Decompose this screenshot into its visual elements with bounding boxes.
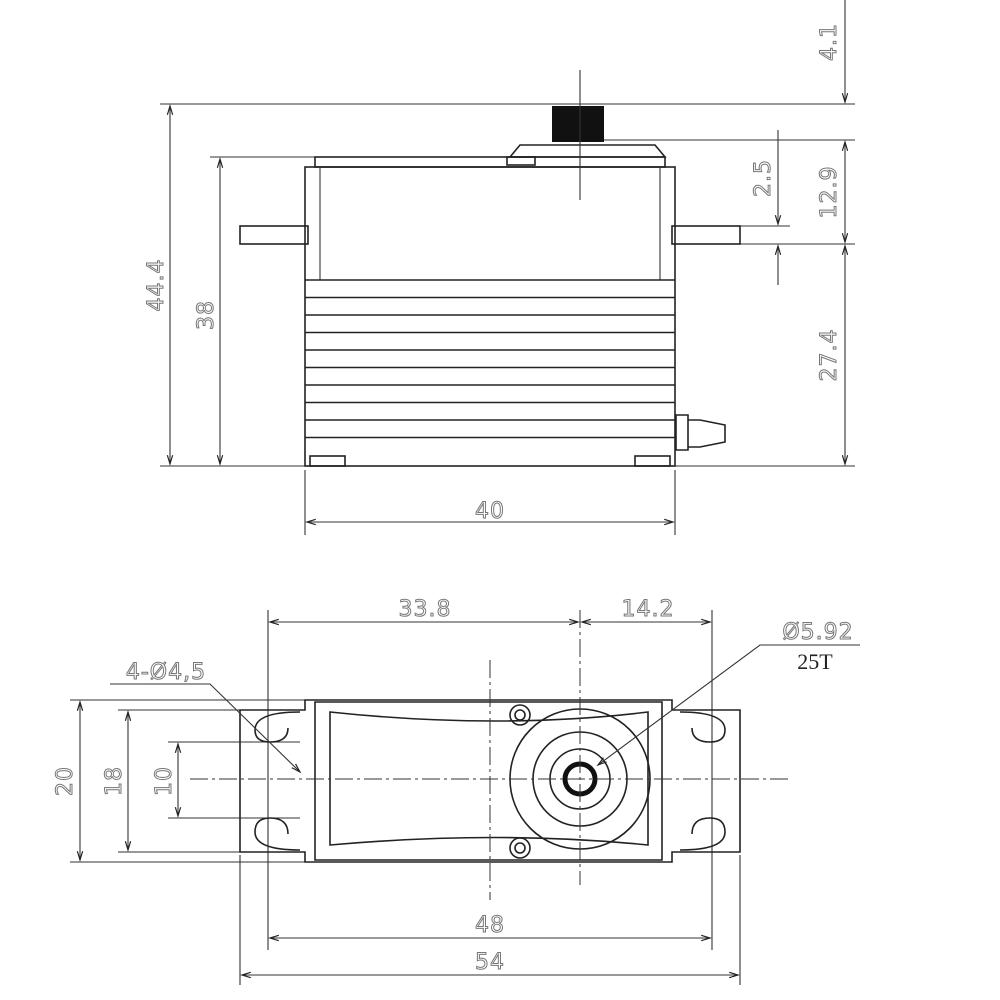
dim-overall-height: 44.4 xyxy=(144,259,169,312)
mount-tab-left xyxy=(239,225,309,245)
dim-width: 40 xyxy=(475,499,505,524)
dim-case-width: 18 xyxy=(102,766,127,796)
dim-mount-holes: 4-Ø4,5 xyxy=(126,660,206,685)
dim-output-to-hole: 14.2 xyxy=(622,597,675,622)
servo-case-side xyxy=(239,70,741,467)
dim-top-to-tab: 12.9 xyxy=(817,166,842,219)
dim-case-height: 38 xyxy=(194,300,219,330)
output-spline xyxy=(552,106,604,142)
spline-teeth: 25T xyxy=(797,649,833,674)
mount-tab-right xyxy=(671,225,741,245)
dim-spline-diameter: Ø5.92 xyxy=(782,620,853,645)
dim-hole-spacing: 48 xyxy=(475,913,505,938)
dim-flange-width: 20 xyxy=(53,766,78,796)
dim-overall-length: 54 xyxy=(475,950,505,975)
side-view: 44.4 38 40 4.1 12.9 27.4 2.5 xyxy=(144,0,855,535)
top-view: 33.8 14.2 Ø5.92 25T 4-Ø4,5 20 18 10 48 5… xyxy=(53,597,860,985)
dim-spline-height: 4.1 xyxy=(817,23,842,61)
dim-tab-to-bottom: 27.4 xyxy=(817,329,842,382)
dim-hole-to-output: 33.8 xyxy=(399,597,452,622)
dim-slot-spacing: 10 xyxy=(152,766,177,796)
dim-tab-thickness: 2.5 xyxy=(751,159,776,197)
